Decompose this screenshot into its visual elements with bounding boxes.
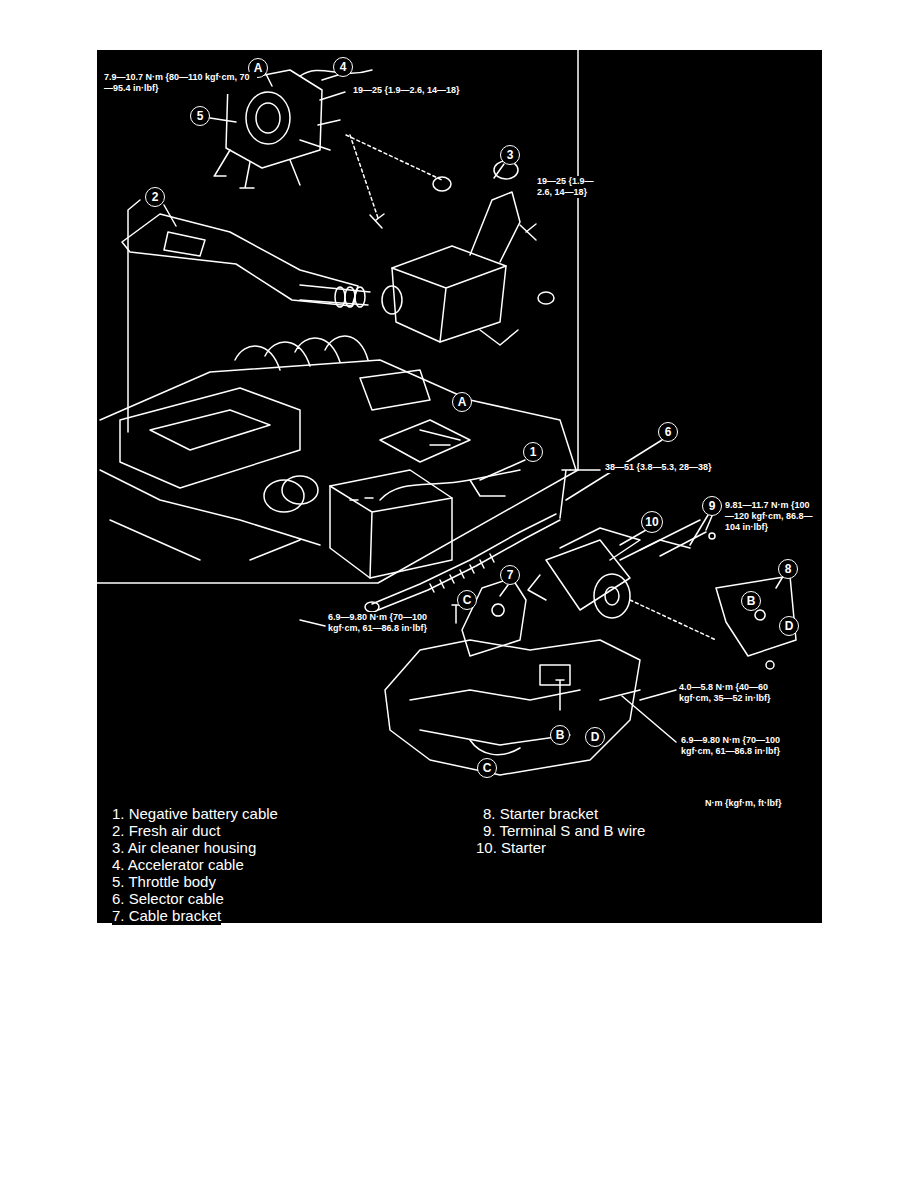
torque-spec: 19—25 {1.9— 2.6, 14—18} <box>536 176 600 198</box>
legend-item: 4. Accelerator cable <box>112 857 244 874</box>
leader-line <box>630 600 716 640</box>
legend-item: 5. Throttle body <box>112 874 216 891</box>
callout-number: B <box>556 729 565 741</box>
callout-number: D <box>591 731 600 743</box>
leader-line <box>620 530 646 545</box>
legend-item: 10. Starter <box>476 840 546 857</box>
legend-item: 9. Terminal S and B wire <box>483 823 645 840</box>
callout-circle: 6 <box>658 422 678 442</box>
leader-line <box>776 578 782 588</box>
leader-line <box>210 118 236 122</box>
leader-line <box>622 696 676 742</box>
hose-clamp <box>433 177 451 191</box>
callout-number: A <box>458 396 467 408</box>
leader-line <box>570 469 600 471</box>
callout-number: 1 <box>530 446 537 458</box>
legend-item: 6. Selector cable <box>112 891 224 908</box>
legend-item: 8. Starter bracket <box>483 806 598 823</box>
starter <box>528 528 690 618</box>
callout-number: 5 <box>197 110 204 122</box>
bolt <box>556 680 640 710</box>
leader-line <box>690 515 712 545</box>
callout-number: 4 <box>340 61 347 73</box>
negative-battery-cable <box>470 480 505 496</box>
callout-circle: C <box>477 758 497 778</box>
callout-number: 8 <box>785 563 792 575</box>
leader-line <box>494 164 504 178</box>
callout-circle: 3 <box>500 145 520 165</box>
air-cleaner-housing <box>392 161 554 345</box>
callout-circle: 9 <box>702 496 722 516</box>
engine <box>100 336 576 560</box>
leader-line <box>480 460 525 480</box>
legend-item: 2. Fresh air duct <box>112 823 220 840</box>
negative-battery-cable <box>380 470 520 500</box>
callout-number: B <box>747 595 756 607</box>
leader-line <box>640 690 676 700</box>
callout-number: 9 <box>709 500 716 512</box>
battery <box>330 470 452 578</box>
wire-connector <box>420 430 460 445</box>
transmission-case <box>385 640 640 775</box>
unit-note: N·m {kgf·m, ft·lbf} <box>704 798 783 809</box>
legend-item: 7. Cable bracket <box>112 908 221 925</box>
callout-circle: D <box>585 727 605 747</box>
callout-number: C <box>483 762 492 774</box>
torque-spec: 6.9—9.80 N·m {70—100 kgf·cm, 61—86.8 in·… <box>680 735 812 757</box>
callout-circle: C <box>457 590 477 610</box>
callout-number: 7 <box>507 569 514 581</box>
callout-circle: 1 <box>523 442 543 462</box>
callout-circle: 8 <box>778 559 798 579</box>
callout-circle: 7 <box>500 565 520 585</box>
torque-spec: 19—25 {1.9—2.6, 14—18} <box>352 85 461 96</box>
black-panel <box>97 50 822 923</box>
view-divider <box>97 50 578 583</box>
torque-spec: 7.9—10.7 N·m {80—110 kgf·cm, 70—95.4 in·… <box>103 72 257 94</box>
callout-number: 10 <box>645 516 658 528</box>
leader-line <box>128 200 140 432</box>
callout-circle: 2 <box>145 187 165 207</box>
nut <box>766 661 774 669</box>
callout-circle: 5 <box>190 106 210 126</box>
leader-line <box>322 75 338 80</box>
callout-number: 2 <box>152 191 159 203</box>
legend-item: 1. Negative battery cable <box>112 806 278 823</box>
callout-number: D <box>785 620 794 632</box>
callout-number: C <box>463 594 472 606</box>
callout-circle: 4 <box>333 57 353 77</box>
callout-circle: B <box>550 725 570 745</box>
legend-item: 3. Air cleaner housing <box>112 840 256 857</box>
leader-line <box>300 620 325 626</box>
callout-circle: D <box>779 616 799 636</box>
leader-line <box>500 585 508 596</box>
callout-circle: A <box>452 392 472 412</box>
fresh-air-duct <box>122 214 402 314</box>
callout-circle: 10 <box>641 511 663 533</box>
selector-cable <box>365 470 570 612</box>
torque-spec: 4.0—5.8 N·m {40—60 kgf·cm, 35—52 in·lbf} <box>678 682 800 704</box>
callout-number: 3 <box>507 149 514 161</box>
nut <box>709 533 715 539</box>
callout-circle: B <box>741 591 761 611</box>
callout-number: 6 <box>665 426 672 438</box>
leader-line <box>266 74 272 86</box>
leader-line <box>346 135 442 180</box>
torque-spec: 9.81—11.7 N·m {100—120 kgf·cm, 86.8—104 … <box>724 500 818 532</box>
torque-spec: 6.9—9.80 N·m {70—100 kgf·cm, 61—86.8 in·… <box>327 612 454 634</box>
torque-spec: 38—51 {3.8—5.3, 28—38} <box>604 462 713 473</box>
leader-line <box>164 205 176 226</box>
leader-line <box>350 135 378 218</box>
